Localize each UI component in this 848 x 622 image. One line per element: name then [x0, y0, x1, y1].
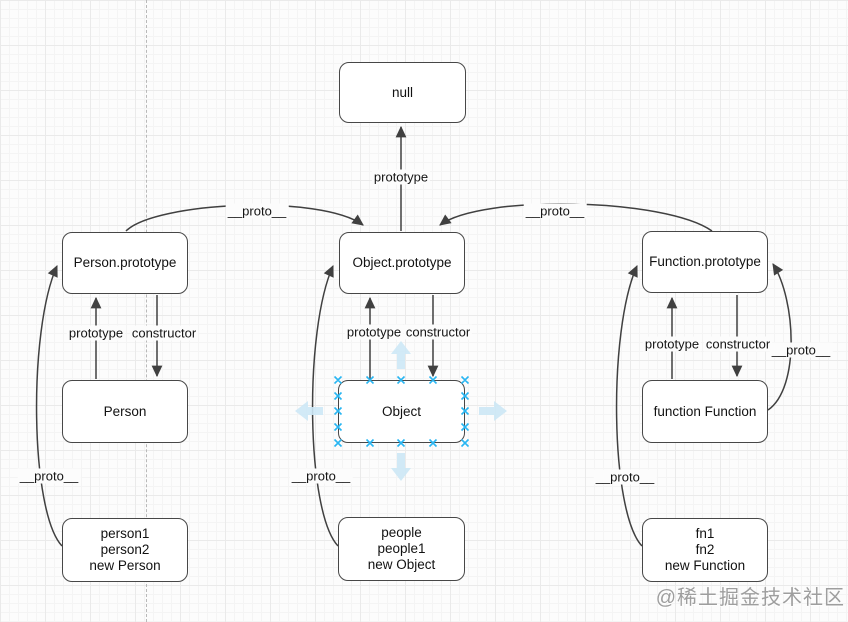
- watermark: @稀土掘金技术社区: [655, 587, 845, 609]
- edge-label-proto-function-self[interactable]: __proto__: [769, 342, 833, 358]
- direction-arrow-down-icon[interactable]: [391, 453, 411, 481]
- node-person[interactable]: Person: [62, 380, 188, 443]
- node-object-prototype[interactable]: Object.prototype: [339, 232, 465, 294]
- edge-proto-functioninstances[interactable]: [615, 265, 643, 547]
- edge-label-object-constructor[interactable]: constructor: [403, 324, 473, 340]
- connection-point-handles[interactable]: [333, 375, 470, 448]
- direction-arrow-up-icon[interactable]: [391, 341, 411, 369]
- node-function-instances[interactable]: fn1 fn2 new Function: [642, 518, 768, 582]
- page-divider-line: [146, 0, 147, 622]
- node-null[interactable]: null: [339, 62, 466, 123]
- edge-label-object-prototype[interactable]: prototype: [344, 324, 404, 340]
- edge-label-prototype-null[interactable]: prototype: [371, 169, 431, 185]
- edge-label-proto-function-instances[interactable]: __proto__: [593, 469, 657, 485]
- edge-label-person-constructor[interactable]: constructor: [129, 325, 199, 341]
- node-object-instances[interactable]: people people1 new Object: [338, 517, 465, 581]
- edge-label-function-constructor[interactable]: constructor: [703, 336, 773, 352]
- node-function-prototype[interactable]: Function.prototype: [642, 231, 768, 293]
- edge-label-proto-top-right[interactable]: __proto__: [523, 203, 587, 219]
- edge-label-function-prototype[interactable]: prototype: [642, 336, 702, 352]
- edge-label-person-prototype[interactable]: prototype: [66, 325, 126, 341]
- node-function-function[interactable]: function Function: [642, 380, 768, 443]
- edge-label-proto-person-instances[interactable]: __proto__: [17, 468, 81, 484]
- edge-label-proto-top-left[interactable]: __proto__: [225, 203, 289, 219]
- direction-arrow-left-icon[interactable]: [295, 401, 323, 421]
- node-person-prototype[interactable]: Person.prototype: [62, 232, 188, 294]
- edge-proto-personinstances[interactable]: [35, 265, 63, 547]
- edge-proto-functionfunction-self[interactable]: [767, 263, 792, 411]
- direction-arrow-right-icon[interactable]: [479, 401, 507, 421]
- edge-label-proto-object-instances[interactable]: __proto__: [289, 468, 353, 484]
- node-person-instances[interactable]: person1 person2 new Person: [62, 518, 188, 582]
- edge-proto-objectinstances[interactable]: [311, 265, 339, 547]
